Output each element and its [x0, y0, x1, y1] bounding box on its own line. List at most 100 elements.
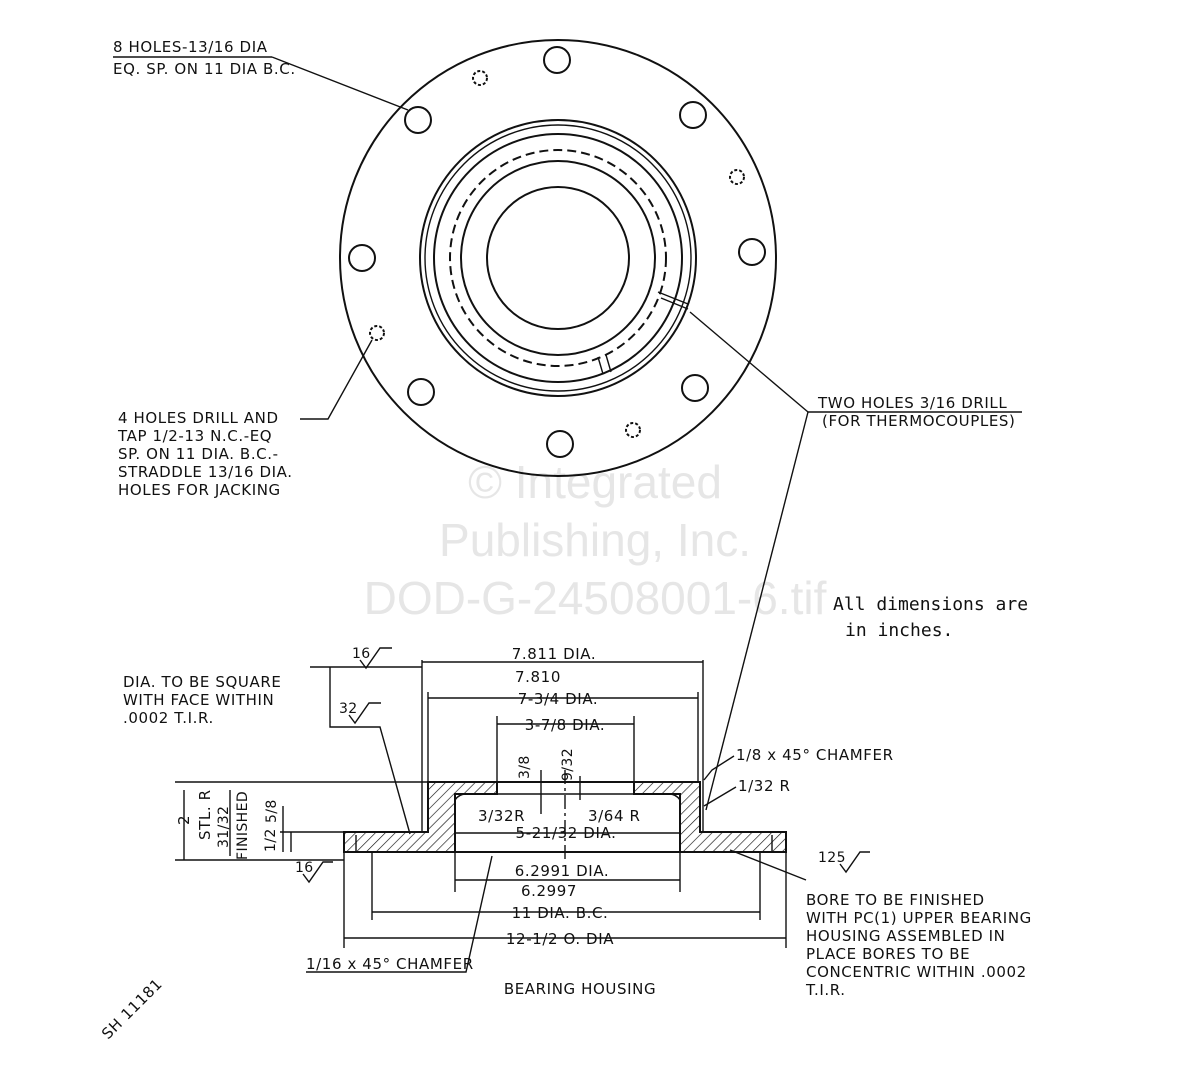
tap-note-leader: [300, 339, 373, 420]
label-dia-7811: 7.811 DIA.: [512, 645, 596, 663]
watermark-line-2: Publishing, Inc.: [439, 514, 751, 566]
section-bore-outline: [454, 794, 681, 853]
holes-note-line-1: 8 HOLES-13/16 DIA: [113, 38, 268, 56]
dimension-labels: 7.811 DIA. 7.810 7-3/4 DIA. 3-7/8 DIA. 3…: [175, 645, 894, 973]
label-dia-52132: 5-21/32 DIA.: [516, 824, 617, 842]
bolt-hole: [543, 46, 571, 74]
bolt-hole: [681, 374, 709, 402]
hub-outer-circle: [419, 119, 697, 397]
thermocouple-hole-1b: [660, 297, 689, 310]
bore-note-leader: [729, 849, 807, 881]
label-3132: 31/32: [216, 806, 232, 848]
thermo-note-line-2: (FOR THERMOCOUPLES): [822, 412, 1015, 430]
tap-note-line-5: HOLES FOR JACKING: [118, 481, 281, 499]
label-chamfer-116: 1/16 x 45° CHAMFER: [306, 955, 474, 973]
watermark-line-3: DOD-G-24508001-6.tif: [364, 572, 827, 624]
plan-view: [339, 39, 777, 477]
finish-check-125: [839, 851, 870, 874]
label-dia-1212: 12-1/2 O. DIA: [506, 930, 614, 948]
tapped-hole: [369, 325, 385, 341]
finish-symbols: 16 32 16 125: [295, 646, 870, 884]
watermark: © Integrated Publishing, Inc. DOD-G-2450…: [364, 456, 827, 624]
tap-note-line-3: SP. ON 11 DIA. B.C.-: [118, 445, 279, 463]
bolt-hole: [348, 244, 376, 272]
label-932: 9/32: [560, 748, 576, 781]
bore-note-line-3: HOUSING ASSEMBLED IN: [806, 927, 1005, 945]
tapped-hole: [625, 422, 641, 438]
dimension-lines: [183, 661, 786, 939]
label-2: 2: [175, 815, 193, 825]
section-notes: DIA. TO BE SQUARE WITH FACE WITHIN .0002…: [123, 673, 1032, 999]
thermo-note-leader-section: [705, 411, 809, 811]
thermocouple-hole-1: [657, 291, 689, 305]
square-note-line-2: WITH FACE WITHIN: [123, 691, 274, 709]
label-dia-734: 7-3/4 DIA.: [518, 690, 599, 708]
radius-364: [668, 793, 681, 801]
leader-chamfer-18: [703, 755, 735, 781]
radius-332: [454, 793, 467, 801]
label-finished: FINISHED: [235, 791, 251, 860]
bolt-hole: [546, 430, 574, 458]
holes-note-line-2: EQ. SP. ON 11 DIA B.C.: [113, 60, 296, 78]
tap-note-line-2: TAP 1/2-13 N.C.-EQ: [117, 427, 272, 445]
finish-125: 125: [818, 850, 846, 866]
leader-r-132: [703, 786, 737, 807]
tap-note-line-1: 4 HOLES DRILL AND: [118, 409, 279, 427]
inner-bore-circle: [486, 186, 630, 330]
bore-note-line-1: BORE TO BE FINISHED: [806, 891, 985, 909]
tapped-hole: [472, 70, 488, 86]
thermo-note-line-1: TWO HOLES 3/16 DRILL: [817, 394, 1007, 412]
label-dia-7810: 7.810: [515, 668, 561, 686]
bolt-hole: [738, 238, 766, 266]
hidden-bore-circle: [449, 149, 667, 367]
label-38: 3/8: [517, 755, 533, 779]
label-dia-62991: 6.2991 DIA.: [515, 862, 610, 880]
tap-note-line-4: STRADDLE 13/16 DIA.: [118, 463, 293, 481]
label-chamfer-18: 1/8 x 45° CHAMFER: [736, 746, 894, 764]
section-view: [343, 770, 787, 862]
bore-note-line-5: CONCENTRIC WITHIN .0002: [806, 963, 1027, 981]
label-r-132: 1/32 R: [738, 777, 790, 795]
bolt-hole: [679, 101, 707, 129]
tapped-hole: [729, 169, 745, 185]
label-dia-378: 3-7/8 DIA.: [525, 716, 606, 734]
hub-step-circle: [433, 133, 683, 383]
recess-circle: [460, 160, 656, 356]
thermocouple-hole-2: [597, 356, 604, 375]
bolt-holes: [348, 46, 766, 458]
sheet-id: SH 11181: [98, 975, 166, 1043]
section-left-body: [343, 781, 498, 853]
watermark-line-1: © Integrated: [468, 456, 722, 508]
finish-16-bottom: 16: [295, 860, 314, 876]
units-note: All dimensions are in inches.: [833, 594, 1028, 641]
units-note-line-1: All dimensions are: [833, 594, 1028, 615]
bolt-hole: [407, 378, 435, 406]
square-note-line-3: .0002 T.I.R.: [123, 709, 214, 727]
holes-note-leader: [271, 56, 409, 111]
label-dia-62997: 6.2997: [521, 882, 577, 900]
bolt-hole: [404, 106, 432, 134]
leader-chamfer-116: [306, 855, 493, 973]
square-note-line-1: DIA. TO BE SQUARE: [123, 673, 281, 691]
finish-check-16-top: [359, 647, 392, 670]
thermo-note-leader-top: [689, 311, 809, 413]
finish-check-32: [348, 702, 381, 725]
outer-flange-circle: [339, 39, 777, 477]
finish-16-top: 16: [352, 646, 371, 662]
thermocouple-hole-2b: [605, 354, 612, 373]
bore-note-line-6: T.I.R.: [805, 981, 846, 999]
label-r-332: 3/32R: [478, 807, 525, 825]
label-stl: STL. R: [196, 789, 214, 840]
label-r-364: 3/64 R: [588, 807, 640, 825]
finish-32: 32: [339, 701, 358, 717]
plan-notes: 8 HOLES-13/16 DIA EQ. SP. ON 11 DIA B.C.…: [113, 38, 1022, 811]
finish-check-16-bottom: [302, 861, 333, 884]
tapped-holes: [369, 70, 745, 438]
bore-note-line-2: WITH PC(1) UPPER BEARING: [806, 909, 1032, 927]
square-leader: [329, 667, 411, 835]
label-dia-11bc: 11 DIA. B.C.: [512, 904, 609, 922]
bore-note-line-4: PLACE BORES TO BE: [806, 945, 970, 963]
label-58: 5/8: [264, 799, 280, 823]
units-note-line-2: in inches.: [845, 620, 953, 641]
